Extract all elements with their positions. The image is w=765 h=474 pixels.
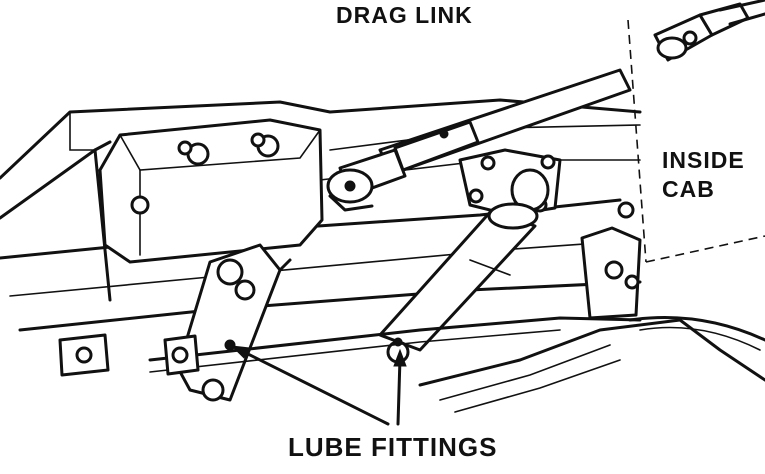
pitman-arm [176, 243, 292, 402]
lube-fitting [439, 129, 449, 139]
cab-bracket [580, 201, 642, 320]
lube-fitting [224, 339, 236, 351]
inside-cab-label: INSIDE CAB [662, 146, 745, 204]
lube-fittings-arrows [230, 345, 407, 426]
cab-boundary-line [627, 19, 765, 263]
drag-link-rod [326, 68, 632, 212]
inside-cab-label-line1: INSIDE [662, 147, 745, 173]
column-bracket [458, 148, 562, 217]
leaf-spring [148, 316, 765, 413]
inside-cab-label-line2: CAB [662, 176, 715, 202]
drag-link-label: DRAG LINK [336, 2, 473, 28]
universal-joint [653, 0, 765, 62]
bolt-head [130, 195, 150, 215]
steering-gear-housing [98, 118, 324, 264]
tire-edge [628, 316, 765, 351]
lube-fittings-label: LUBE FITTINGS [288, 432, 498, 462]
lower-mount [58, 333, 200, 377]
